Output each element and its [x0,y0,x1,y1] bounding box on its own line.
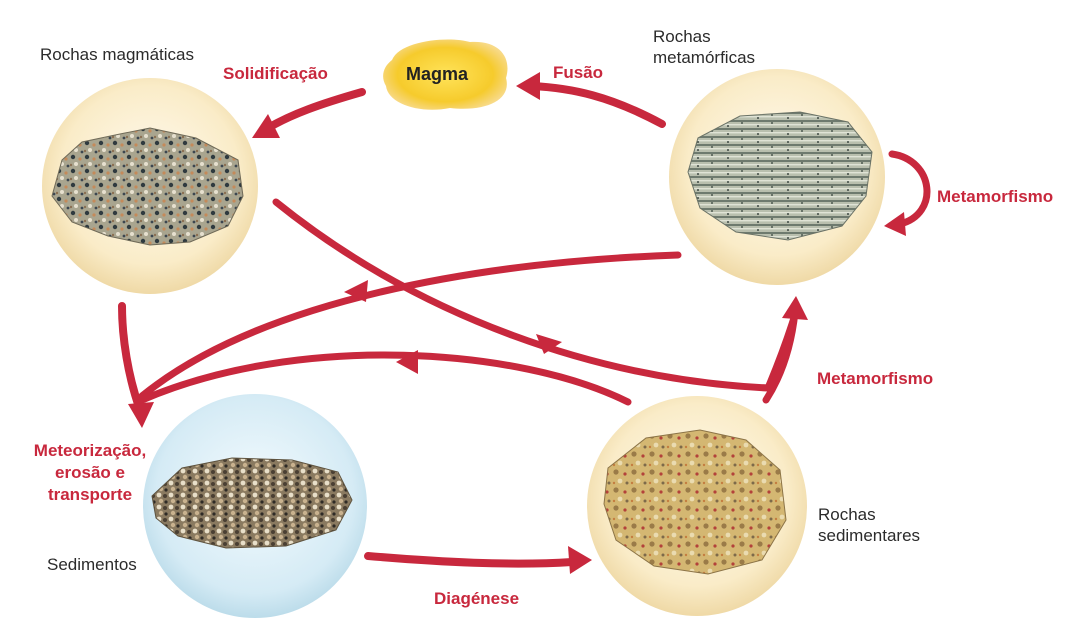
magmatic-rocks-label: Rochas magmáticas [40,44,194,65]
arrowhead-fusion [516,72,540,100]
arrow-fusion [532,86,662,124]
weathering-erosion-transport-label: Meteorização, erosão e transporte [26,440,154,506]
arrowhead-diagenesis [568,546,592,574]
arrow-magmatic-to-sediments [122,306,140,410]
metamorphism-label: Metamorfismo [817,368,933,390]
sedimentary-rocks-label: Rochas sedimentares [818,504,920,546]
arrowhead-to-metamorphic [782,296,808,320]
diagenesis-label: Diagénese [434,588,519,610]
magma-label: Magma [406,64,468,85]
arrow-sedimentary-to-sediments [142,355,628,402]
sediments-label: Sedimentos [47,554,137,575]
arrowhead-magmatic-to-sediments [128,402,154,428]
arrowhead-metamorphism-loop [884,212,906,236]
arrow-metamorphism-loop [892,154,927,224]
fusion-label: Fusão [553,62,603,84]
arrow-solidification [268,92,362,128]
arrow-diagenesis [368,556,572,564]
metamorphism-loop-label: Metamorfismo [937,186,1053,208]
gravel-sediment-sample [152,458,352,548]
metamorphic-rocks-label: Rochas metamórficas [653,26,755,68]
solidification-label: Solidificação [223,63,328,85]
